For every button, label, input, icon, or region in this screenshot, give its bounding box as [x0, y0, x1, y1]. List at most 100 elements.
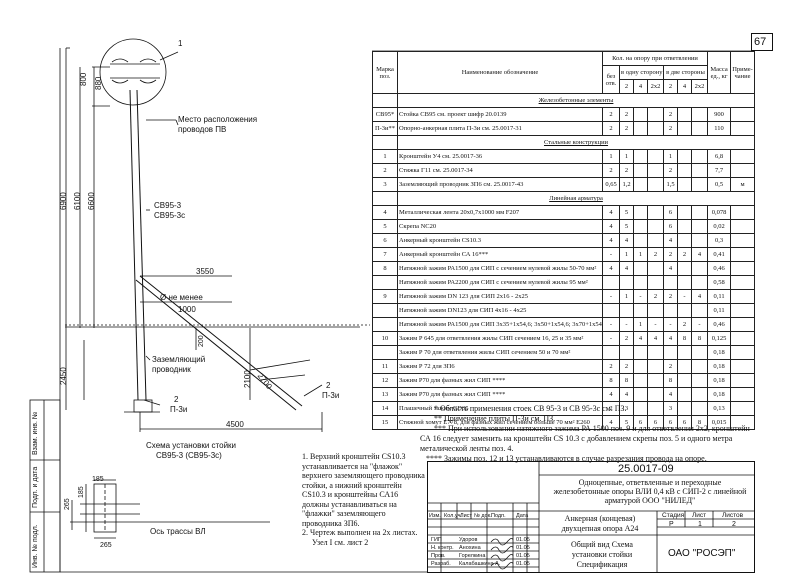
header-no-branch: без отв. — [602, 65, 620, 94]
table-cell-c7 — [690, 345, 709, 360]
table-cell-name: Скрепа NC20 — [397, 219, 603, 234]
table-cell-c7 — [690, 387, 709, 402]
table-cell-c7 — [690, 359, 709, 374]
general-note: 2. Чертеж выполнен на 2х листах. — [302, 528, 418, 537]
table-cell-mark: 13 — [372, 387, 398, 402]
table-cell-mark: СВ95* — [372, 107, 398, 122]
table-cell-c1: - — [602, 317, 620, 332]
table-cell-c3 — [633, 219, 648, 234]
table-cell-c6 — [677, 275, 692, 290]
table-cell-c2 — [619, 275, 634, 290]
table-cell-c2: 2 — [619, 163, 634, 178]
table-row: Натяжной зажим РА2200 для СИП с сечением… — [372, 275, 756, 290]
table-cell-c3 — [633, 387, 648, 402]
callout-2b: 2 — [326, 381, 331, 390]
table-cell-c5 — [663, 303, 678, 318]
table-cell-c4 — [647, 219, 664, 234]
table-cell-c6 — [677, 303, 692, 318]
header-sub: 2х2 — [690, 79, 709, 94]
table-cell-c5: 1 — [663, 149, 678, 164]
table-cell-mass: 0,125 — [707, 331, 732, 346]
table-cell-c1: - — [602, 247, 620, 262]
table-cell-note — [730, 303, 756, 318]
signature-marks — [490, 538, 514, 570]
table-cell-c6 — [677, 107, 692, 122]
table-cell-c2: 1,2 — [619, 177, 634, 192]
scheme-title-1: Схема установки стойки — [146, 441, 237, 450]
sign-date: 01.05 — [516, 553, 530, 559]
sign-date: 01.05 — [516, 545, 530, 551]
table-cell-mark: П-3и** — [372, 121, 398, 136]
table-cell-c6: - — [677, 289, 692, 304]
table-cell-c7 — [690, 303, 709, 318]
content-title: Общий вид Схема установки стойки Специфи… — [571, 540, 633, 569]
header-one-side: в одну сторону — [619, 65, 664, 80]
table-cell-name: Зажим Р 645 для ответвления жилы СИП сеч… — [397, 331, 603, 346]
table-cell-c7 — [690, 107, 709, 122]
table-cell-note — [730, 331, 756, 346]
dim-1000: 1000 — [178, 305, 196, 314]
table-cell-c4 — [647, 373, 664, 388]
table-cell-c5: 4 — [663, 261, 678, 276]
table-cell-c2: 4 — [619, 233, 634, 248]
table-cell-c3 — [633, 149, 648, 164]
table-cell-c3 — [633, 261, 648, 276]
table-cell-c1 — [602, 345, 620, 360]
table-cell — [372, 191, 398, 206]
table-cell-name: Анкерный кронштейн СА 16*** — [397, 247, 603, 262]
node-detail-circle — [99, 38, 167, 106]
table-cell-mark: 12 — [372, 373, 398, 388]
table-row: СВ95*Стойка СВ95 см. проект шифр 20.0139… — [372, 107, 756, 122]
table-cell-c4 — [647, 121, 664, 136]
page-number: 67 — [754, 36, 767, 48]
footnote: *** При использовании натяжного зажима Р… — [420, 424, 750, 453]
table-cell-c4: 2 — [647, 247, 664, 262]
table-cell-c5: 1,5 — [663, 177, 678, 192]
dim-265a: 265 — [64, 498, 71, 510]
table-cell-mass: 110 — [707, 121, 732, 136]
col-header-date: Дата — [516, 513, 529, 519]
person-name: Анохина — [459, 545, 481, 551]
table-cell-c4: 2 — [647, 289, 664, 304]
table-cell-mass: 0,02 — [707, 219, 732, 234]
table-cell-c6 — [677, 205, 692, 220]
table-cell-c4: - — [647, 317, 664, 332]
dim-185a: 185 — [92, 476, 104, 483]
table-cell-c5: - — [663, 317, 678, 332]
table-cell-c4 — [647, 149, 664, 164]
footnote: ** Применение плиты П-3и см. ПЗ. — [434, 414, 556, 423]
table-cell-mark: 4 — [372, 205, 398, 220]
table-cell-c1: 4 — [602, 219, 620, 234]
dim-2450: 2450 — [59, 367, 68, 385]
table-row: П-3и**Опорно-анкерная плита П-3и см. 25.… — [372, 121, 756, 136]
table-cell-c3: 4 — [633, 331, 648, 346]
role: Пров. — [431, 553, 446, 559]
table-cell-note — [730, 233, 756, 248]
general-notes: 1. Верхний кронштейн CS10.3 устанавливае… — [302, 452, 427, 547]
table-cell-c4 — [647, 205, 664, 220]
page-number-box — [751, 33, 773, 51]
table-cell-mark — [372, 275, 398, 290]
pole-label-2: СВ95-3с — [154, 211, 186, 220]
table-cell-name: Стяжной хомут Е778, для фазных жил сечен… — [397, 415, 603, 430]
table-cell-c1: 4 — [602, 205, 620, 220]
table-cell-c6 — [677, 345, 692, 360]
table-cell-c6 — [677, 261, 692, 276]
diameter-note: Ø не менее — [160, 293, 203, 302]
col-header-qty: Кол.уч. — [444, 513, 463, 519]
table-cell-note — [730, 121, 756, 136]
table-cell-mark: 3 — [372, 177, 398, 192]
table-cell-c5: 4 — [663, 233, 678, 248]
table-cell-c7 — [690, 205, 709, 220]
table-cell-c7 — [690, 121, 709, 136]
header-qty: Кол. на опору при ответвлении — [601, 51, 709, 66]
table-cell-note — [730, 387, 756, 402]
table-cell-c2: - — [619, 317, 634, 332]
